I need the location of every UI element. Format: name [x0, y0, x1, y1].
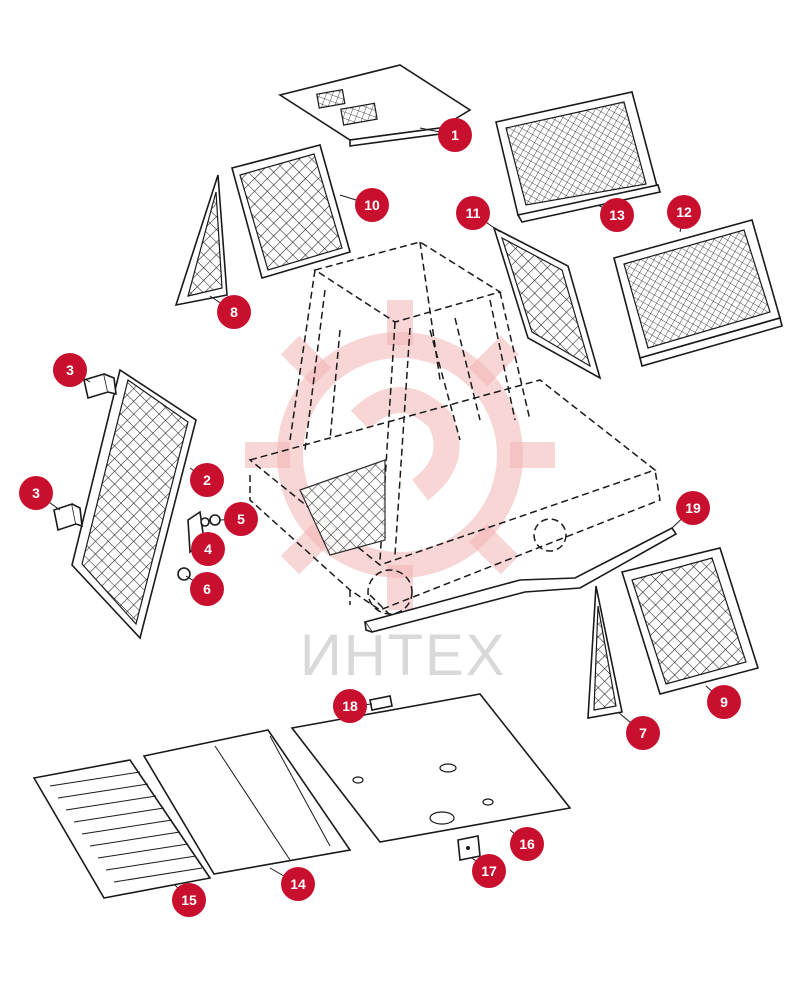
svg-text:5: 5: [237, 511, 245, 527]
callout-16: 16: [510, 827, 544, 861]
floor-cover: [142, 729, 352, 875]
callout-7: 7: [626, 716, 660, 750]
callout-11: 11: [456, 196, 490, 230]
svg-text:16: 16: [519, 836, 535, 852]
svg-text:9: 9: [720, 694, 728, 710]
rear-mesh-panel-right: [613, 219, 783, 367]
clip-upper: [369, 695, 393, 711]
svg-text:14: 14: [290, 876, 306, 892]
callout-19: 19: [676, 491, 710, 525]
svg-text:19: 19: [685, 500, 701, 516]
triangle-mesh-panel-left: [174, 174, 228, 307]
callout-10: 10: [355, 188, 389, 222]
callout-badges: 1 2 3 3 4 5 6 7: [19, 118, 741, 917]
callout-5: 5: [224, 502, 258, 536]
svg-text:6: 6: [203, 581, 211, 597]
callout-6: 6: [190, 572, 224, 606]
svg-text:10: 10: [364, 197, 380, 213]
callout-13: 13: [600, 198, 634, 232]
hinge-bracket-upper: [83, 372, 117, 400]
watermark-text: ИНТЕХ: [300, 623, 506, 688]
svg-text:1: 1: [451, 127, 459, 143]
watermark-gear-icon: [245, 300, 555, 610]
nut: [200, 514, 221, 527]
callout-2: 2: [190, 463, 224, 497]
triangle-mesh-panel-right: [587, 585, 623, 719]
clip-lower: [457, 835, 481, 861]
side-mesh-panel-lower-right: [620, 547, 760, 695]
watermark: ИНТЕХ: [245, 300, 555, 688]
svg-text:18: 18: [342, 698, 358, 714]
callout-8: 8: [217, 295, 251, 329]
floor-plate: [290, 693, 572, 843]
bolt: [177, 567, 191, 581]
side-mesh-panel-right: [492, 226, 602, 380]
svg-text:2: 2: [203, 472, 211, 488]
sill-strip: [363, 526, 678, 633]
callout-15: 15: [172, 883, 206, 917]
svg-text:15: 15: [181, 892, 197, 908]
svg-text:3: 3: [66, 362, 74, 378]
svg-text:7: 7: [639, 725, 647, 741]
svg-text:3: 3: [32, 485, 40, 501]
cabin-frame: [248, 241, 661, 616]
svg-text:11: 11: [466, 205, 481, 221]
floor-mat: [32, 759, 212, 899]
hinge-bracket-lower: [53, 502, 83, 532]
svg-text:17: 17: [481, 863, 497, 879]
svg-text:12: 12: [676, 204, 692, 220]
callout-9: 9: [707, 685, 741, 719]
side-mesh-door: [71, 368, 197, 640]
callout-12: 12: [667, 195, 701, 229]
callout-1: 1: [438, 118, 472, 152]
svg-text:4: 4: [204, 541, 212, 557]
callout-3-upper: 3: [53, 353, 87, 387]
callout-18: 18: [333, 689, 367, 723]
callout-17: 17: [472, 854, 506, 888]
callout-3-lower: 3: [19, 476, 53, 510]
svg-text:13: 13: [609, 207, 625, 223]
rear-mesh-panel-upper: [495, 91, 662, 223]
callout-14: 14: [281, 867, 315, 901]
svg-text:8: 8: [230, 304, 238, 320]
callout-4: 4: [191, 532, 225, 566]
side-mesh-panel-left: [231, 144, 351, 279]
